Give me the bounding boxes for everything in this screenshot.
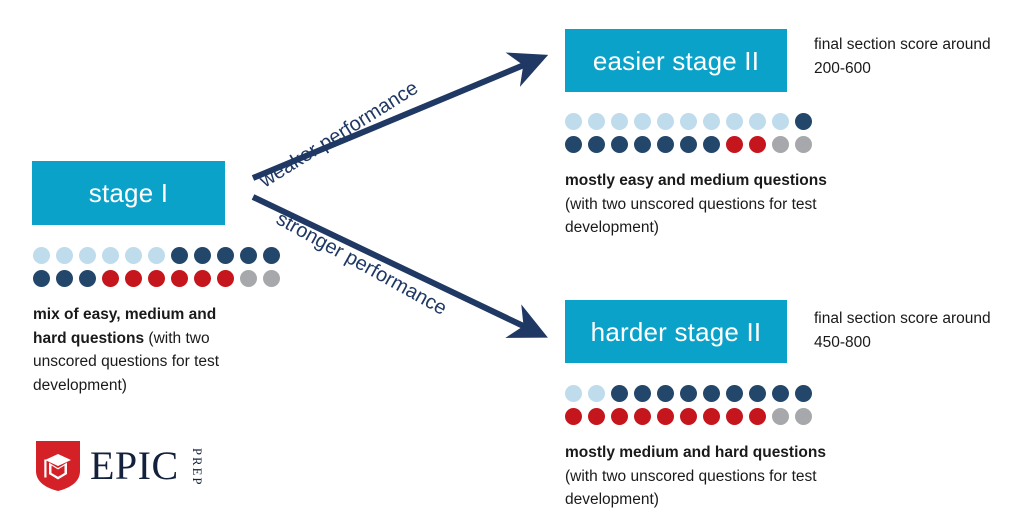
arrow-label-stronger-performance: stronger performance [272,207,451,320]
question-dot-navy [703,136,720,153]
harder-stage-2-box: harder stage II [565,300,787,363]
question-dot-light [56,247,73,264]
arrow-label-weaker-performance: weaker performance [255,76,423,193]
question-dot-red [749,408,766,425]
stage-1-caption-bold: mix of easy, medium and hard questions [33,306,217,347]
dot-row [33,270,280,287]
question-dot-gray [795,408,812,425]
question-dot-navy [263,247,280,264]
stage-1-dot-grid [33,247,280,287]
logo-wordmark-prep: PREP [190,447,205,487]
question-dot-navy [611,136,628,153]
stage-1-caption: mix of easy, medium and hard questions (… [33,303,248,397]
question-dot-red [749,136,766,153]
question-dot-light [565,113,582,130]
question-dot-navy [726,385,743,402]
question-dot-navy [194,247,211,264]
question-dot-navy [634,136,651,153]
question-dot-light [125,247,142,264]
question-dot-red [217,270,234,287]
question-dot-light [657,113,674,130]
question-dot-gray [795,136,812,153]
question-dot-light [565,385,582,402]
question-dot-navy [56,270,73,287]
question-dot-light [102,247,119,264]
stage-1-caption-rest: (with two unscored questions for test de… [33,329,220,394]
question-dot-red [680,408,697,425]
question-dot-light [634,113,651,130]
question-dot-red [102,270,119,287]
question-dot-navy [657,385,674,402]
question-dot-gray [772,408,789,425]
dot-row [565,113,812,130]
stage-1-label: stage I [88,178,169,208]
question-dot-light [680,113,697,130]
question-dot-light [749,113,766,130]
question-dot-navy [79,270,96,287]
harder-stage-2-score-note: final section score around 450-800 [814,310,991,351]
question-dot-navy [680,385,697,402]
question-dot-red [588,408,605,425]
question-dot-navy [240,247,257,264]
epic-prep-logo: EPIC PREP [36,441,205,491]
dot-row [565,385,812,402]
easier-stage-2-label: easier stage II [592,45,760,76]
question-dot-gray [772,136,789,153]
question-dot-light [588,385,605,402]
question-dot-navy [634,385,651,402]
harder-stage-2-caption-rest: (with two unscored questions for test de… [565,467,817,509]
dot-row [33,247,280,264]
question-dot-light [79,247,96,264]
question-dot-red [634,408,651,425]
question-dot-red [194,270,211,287]
question-dot-light [588,113,605,130]
question-dot-red [565,408,582,425]
question-dot-red [726,136,743,153]
question-dot-navy [749,385,766,402]
question-dot-navy [657,136,674,153]
question-dot-navy [217,247,234,264]
question-dot-navy [680,136,697,153]
question-dot-red [148,270,165,287]
question-dot-navy [703,385,720,402]
easier-stage-2-score-note: final section score around 200-600 [814,36,991,77]
question-dot-navy [795,385,812,402]
question-dot-light [33,247,50,264]
harder-stage-2-dot-grid [565,385,812,425]
easier-stage-2-caption: mostly easy and medium questions (with t… [565,169,837,240]
question-dot-light [148,247,165,264]
question-dot-gray [263,270,280,287]
dot-row [565,408,812,425]
question-dot-light [772,113,789,130]
stage-1-box: stage I [32,161,225,225]
shield-graduation-cap-icon [36,441,80,491]
question-dot-red [703,408,720,425]
question-dot-navy [171,247,188,264]
question-dot-light [703,113,720,130]
question-dot-gray [240,270,257,287]
logo-wordmark-epic: EPIC [90,443,179,488]
question-dot-navy [33,270,50,287]
question-dot-light [611,113,628,130]
question-dot-navy [588,136,605,153]
question-dot-red [125,270,142,287]
question-dot-navy [772,385,789,402]
question-dot-navy [565,136,582,153]
harder-stage-2-caption: mostly medium and hard questions (with t… [565,441,855,512]
question-dot-red [657,408,674,425]
question-dot-navy [611,385,628,402]
question-dot-light [726,113,743,130]
easier-stage-2-dot-grid [565,113,812,153]
easier-stage-2-caption-rest: (with two unscored questions for test de… [565,195,817,237]
easier-stage-2-box: easier stage II [565,29,787,92]
harder-stage-2-label: harder stage II [590,316,762,347]
question-dot-red [726,408,743,425]
question-dot-red [611,408,628,425]
dot-row [565,136,812,153]
question-dot-red [171,270,188,287]
easier-stage-2-caption-bold: mostly easy and medium questions [565,172,827,189]
harder-stage-2-caption-bold: mostly medium and hard questions [565,444,826,461]
question-dot-navy [795,113,812,130]
